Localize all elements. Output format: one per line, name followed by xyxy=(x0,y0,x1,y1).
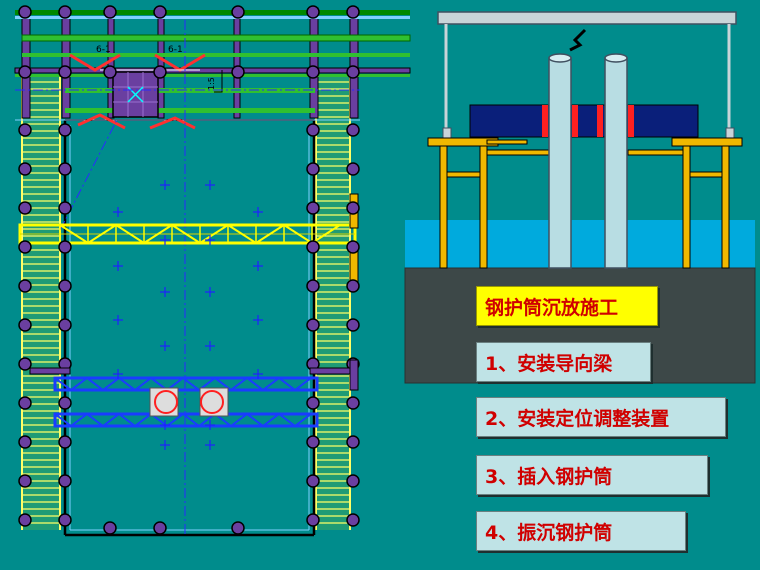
elevation-view xyxy=(404,11,756,384)
section-label-left: 6-1 xyxy=(96,45,111,55)
step-1-label: 1、安装导向梁 xyxy=(476,342,651,382)
positioning-beam xyxy=(469,104,699,138)
clamp-marker xyxy=(628,105,634,137)
clamp-marker xyxy=(597,105,603,137)
clamp-marker xyxy=(542,105,548,137)
left-ladder-strip xyxy=(21,75,61,530)
right-support-frame xyxy=(627,137,743,269)
red-section-markers xyxy=(69,53,206,130)
gantry-beam xyxy=(437,11,737,25)
step-4-label: 4、振沉钢护筒 xyxy=(476,511,686,551)
left-support-frame xyxy=(427,137,550,269)
crane-hook-icon xyxy=(569,28,587,52)
step-2-label: 2、安装定位调整装置 xyxy=(476,397,726,437)
elevation-mark-label: 1:5 xyxy=(207,77,216,90)
step-3-label: 3、插入钢护筒 xyxy=(476,455,708,495)
plan-casings xyxy=(149,387,229,417)
clamp-marker xyxy=(572,105,578,137)
plan-view: 6-1 6-1 1:5 xyxy=(14,5,411,537)
steel-casing-left xyxy=(548,53,572,269)
elevation-mark-leader xyxy=(214,70,223,93)
steel-casing-right xyxy=(604,53,628,269)
pile-position-crosses xyxy=(113,180,263,450)
yellow-guide-truss xyxy=(18,223,357,245)
diagram-title: 钢护筒沉放施工 xyxy=(476,286,658,326)
section-label-right: 6-1 xyxy=(168,45,183,55)
water-layer xyxy=(405,220,755,268)
side-stubs xyxy=(29,359,359,391)
blue-positioning-trusses xyxy=(53,376,319,428)
right-ladder-strip xyxy=(315,75,351,530)
main-frame-lines xyxy=(63,119,316,537)
center-guide-block xyxy=(112,71,159,118)
